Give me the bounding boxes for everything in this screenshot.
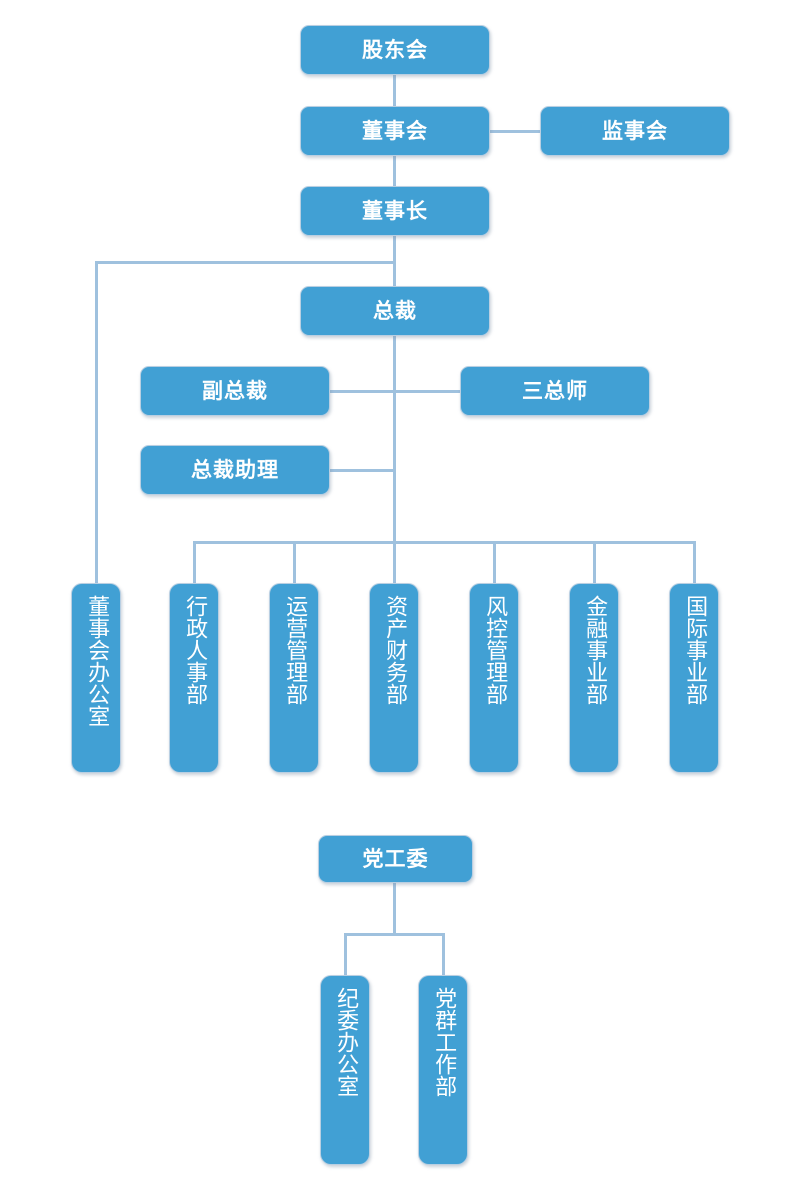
node-label: 风控管理部 bbox=[482, 595, 508, 705]
connector-party-drop-right bbox=[442, 933, 445, 975]
connector-dept-drop-4 bbox=[493, 541, 496, 583]
node-chairman[interactable]: 董事长 bbox=[300, 186, 490, 236]
node-label: 资产财务部 bbox=[382, 595, 408, 705]
node-party-working-committee[interactable]: 党工委 bbox=[318, 835, 473, 883]
node-discipline-office[interactable]: 纪委办公室 bbox=[320, 975, 370, 1165]
node-label: 股东会 bbox=[362, 37, 428, 62]
node-international-business-dept[interactable]: 国际事业部 bbox=[669, 583, 719, 773]
node-asset-finance-dept[interactable]: 资产财务部 bbox=[369, 583, 419, 773]
connector-party-bar bbox=[344, 933, 445, 936]
connector-party-drop-left bbox=[344, 933, 347, 975]
node-label: 监事会 bbox=[602, 118, 668, 143]
node-label: 国际事业部 bbox=[682, 595, 708, 705]
node-board-office[interactable]: 董事会办公室 bbox=[71, 583, 121, 773]
node-party-mass-work-dept[interactable]: 党群工作部 bbox=[418, 975, 468, 1165]
connector-chairman-left-branch bbox=[95, 261, 395, 264]
node-label: 党工委 bbox=[362, 846, 429, 871]
connector-board-office-drop bbox=[95, 261, 98, 583]
connector-dept-drop-6 bbox=[693, 541, 696, 583]
node-label: 金融事业部 bbox=[582, 595, 608, 705]
node-president[interactable]: 总裁 bbox=[300, 286, 490, 336]
connector-vice-president bbox=[329, 390, 395, 393]
connector-dept-drop-1 bbox=[193, 541, 196, 583]
connector-dept-drop-5 bbox=[593, 541, 596, 583]
node-label: 行政人事部 bbox=[182, 595, 208, 705]
node-shareholders-meeting[interactable]: 股东会 bbox=[300, 25, 490, 75]
node-operation-mgmt-dept[interactable]: 运营管理部 bbox=[269, 583, 319, 773]
node-board-of-supervisors[interactable]: 监事会 bbox=[540, 106, 730, 156]
connector-president-trunk bbox=[393, 335, 396, 543]
connector-party-trunk bbox=[393, 883, 396, 935]
node-label: 董事长 bbox=[362, 198, 428, 223]
node-label: 党群工作部 bbox=[431, 987, 457, 1097]
connector-president-assistant bbox=[329, 469, 395, 472]
node-label: 总裁助理 bbox=[191, 457, 279, 482]
node-vice-president[interactable]: 副总裁 bbox=[140, 366, 330, 416]
node-risk-control-dept[interactable]: 风控管理部 bbox=[469, 583, 519, 773]
connector-dept-drop-2 bbox=[293, 541, 296, 583]
connector-three-chief-engineers bbox=[393, 390, 461, 393]
node-label: 董事会办公室 bbox=[84, 595, 110, 727]
node-label: 纪委办公室 bbox=[333, 987, 359, 1097]
node-label: 总裁 bbox=[373, 298, 417, 323]
connector-department-bar bbox=[193, 541, 696, 544]
node-president-assistant[interactable]: 总裁助理 bbox=[140, 445, 330, 495]
connector-board-to-supervisors bbox=[489, 130, 541, 133]
node-three-chief-engineers[interactable]: 三总师 bbox=[460, 366, 650, 416]
node-admin-hr-dept[interactable]: 行政人事部 bbox=[169, 583, 219, 773]
node-financial-business-dept[interactable]: 金融事业部 bbox=[569, 583, 619, 773]
node-label: 运营管理部 bbox=[282, 595, 308, 705]
node-label: 三总师 bbox=[522, 378, 588, 403]
node-label: 副总裁 bbox=[202, 378, 268, 403]
connector-board-to-chairman bbox=[393, 155, 396, 189]
connector-dept-drop-3 bbox=[393, 541, 396, 583]
connector-shareholders-to-board bbox=[393, 75, 396, 109]
node-board-of-directors[interactable]: 董事会 bbox=[300, 106, 490, 156]
node-label: 董事会 bbox=[362, 118, 428, 143]
